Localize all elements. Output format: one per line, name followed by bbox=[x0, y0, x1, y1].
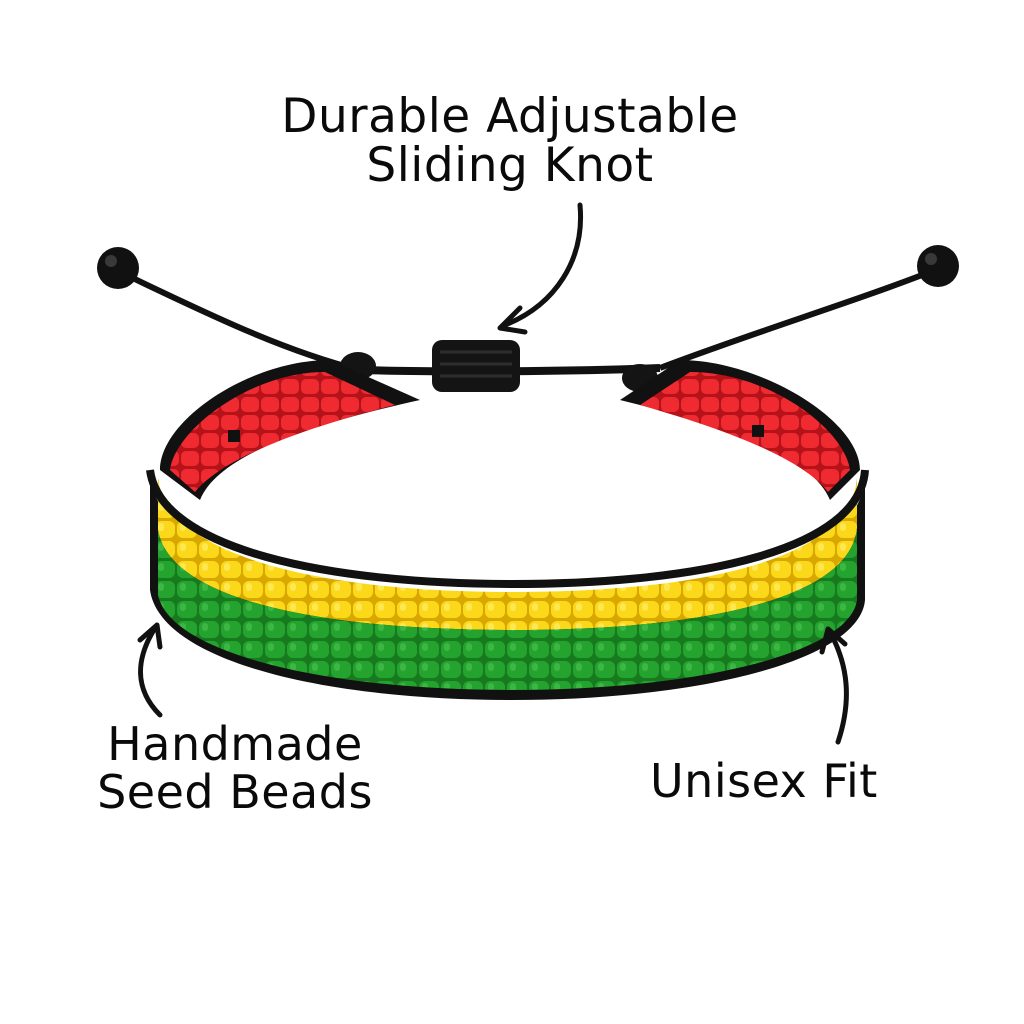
arrow-to-fit bbox=[819, 626, 849, 745]
callout-seed-beads: Handmade Seed Beads bbox=[70, 720, 400, 817]
cord-end-bead-left bbox=[97, 247, 139, 289]
adjustable-cord bbox=[97, 245, 959, 376]
arrow-to-beads bbox=[137, 622, 163, 718]
callout-sliding-knot-line1: Durable Adjustable bbox=[281, 89, 739, 144]
bracelet-band bbox=[146, 360, 869, 700]
arrow-to-knot bbox=[497, 202, 584, 335]
callout-unisex-fit: Unisex Fit bbox=[650, 754, 878, 808]
callout-seed-beads-line2: Seed Beads bbox=[97, 765, 373, 820]
cord-end-bead-right bbox=[917, 245, 959, 287]
callout-sliding-knot: Durable Adjustable Sliding Knot bbox=[0, 92, 1024, 191]
callout-sliding-knot-line2: Sliding Knot bbox=[366, 138, 654, 194]
callout-seed-beads-line1: Handmade bbox=[107, 717, 363, 771]
